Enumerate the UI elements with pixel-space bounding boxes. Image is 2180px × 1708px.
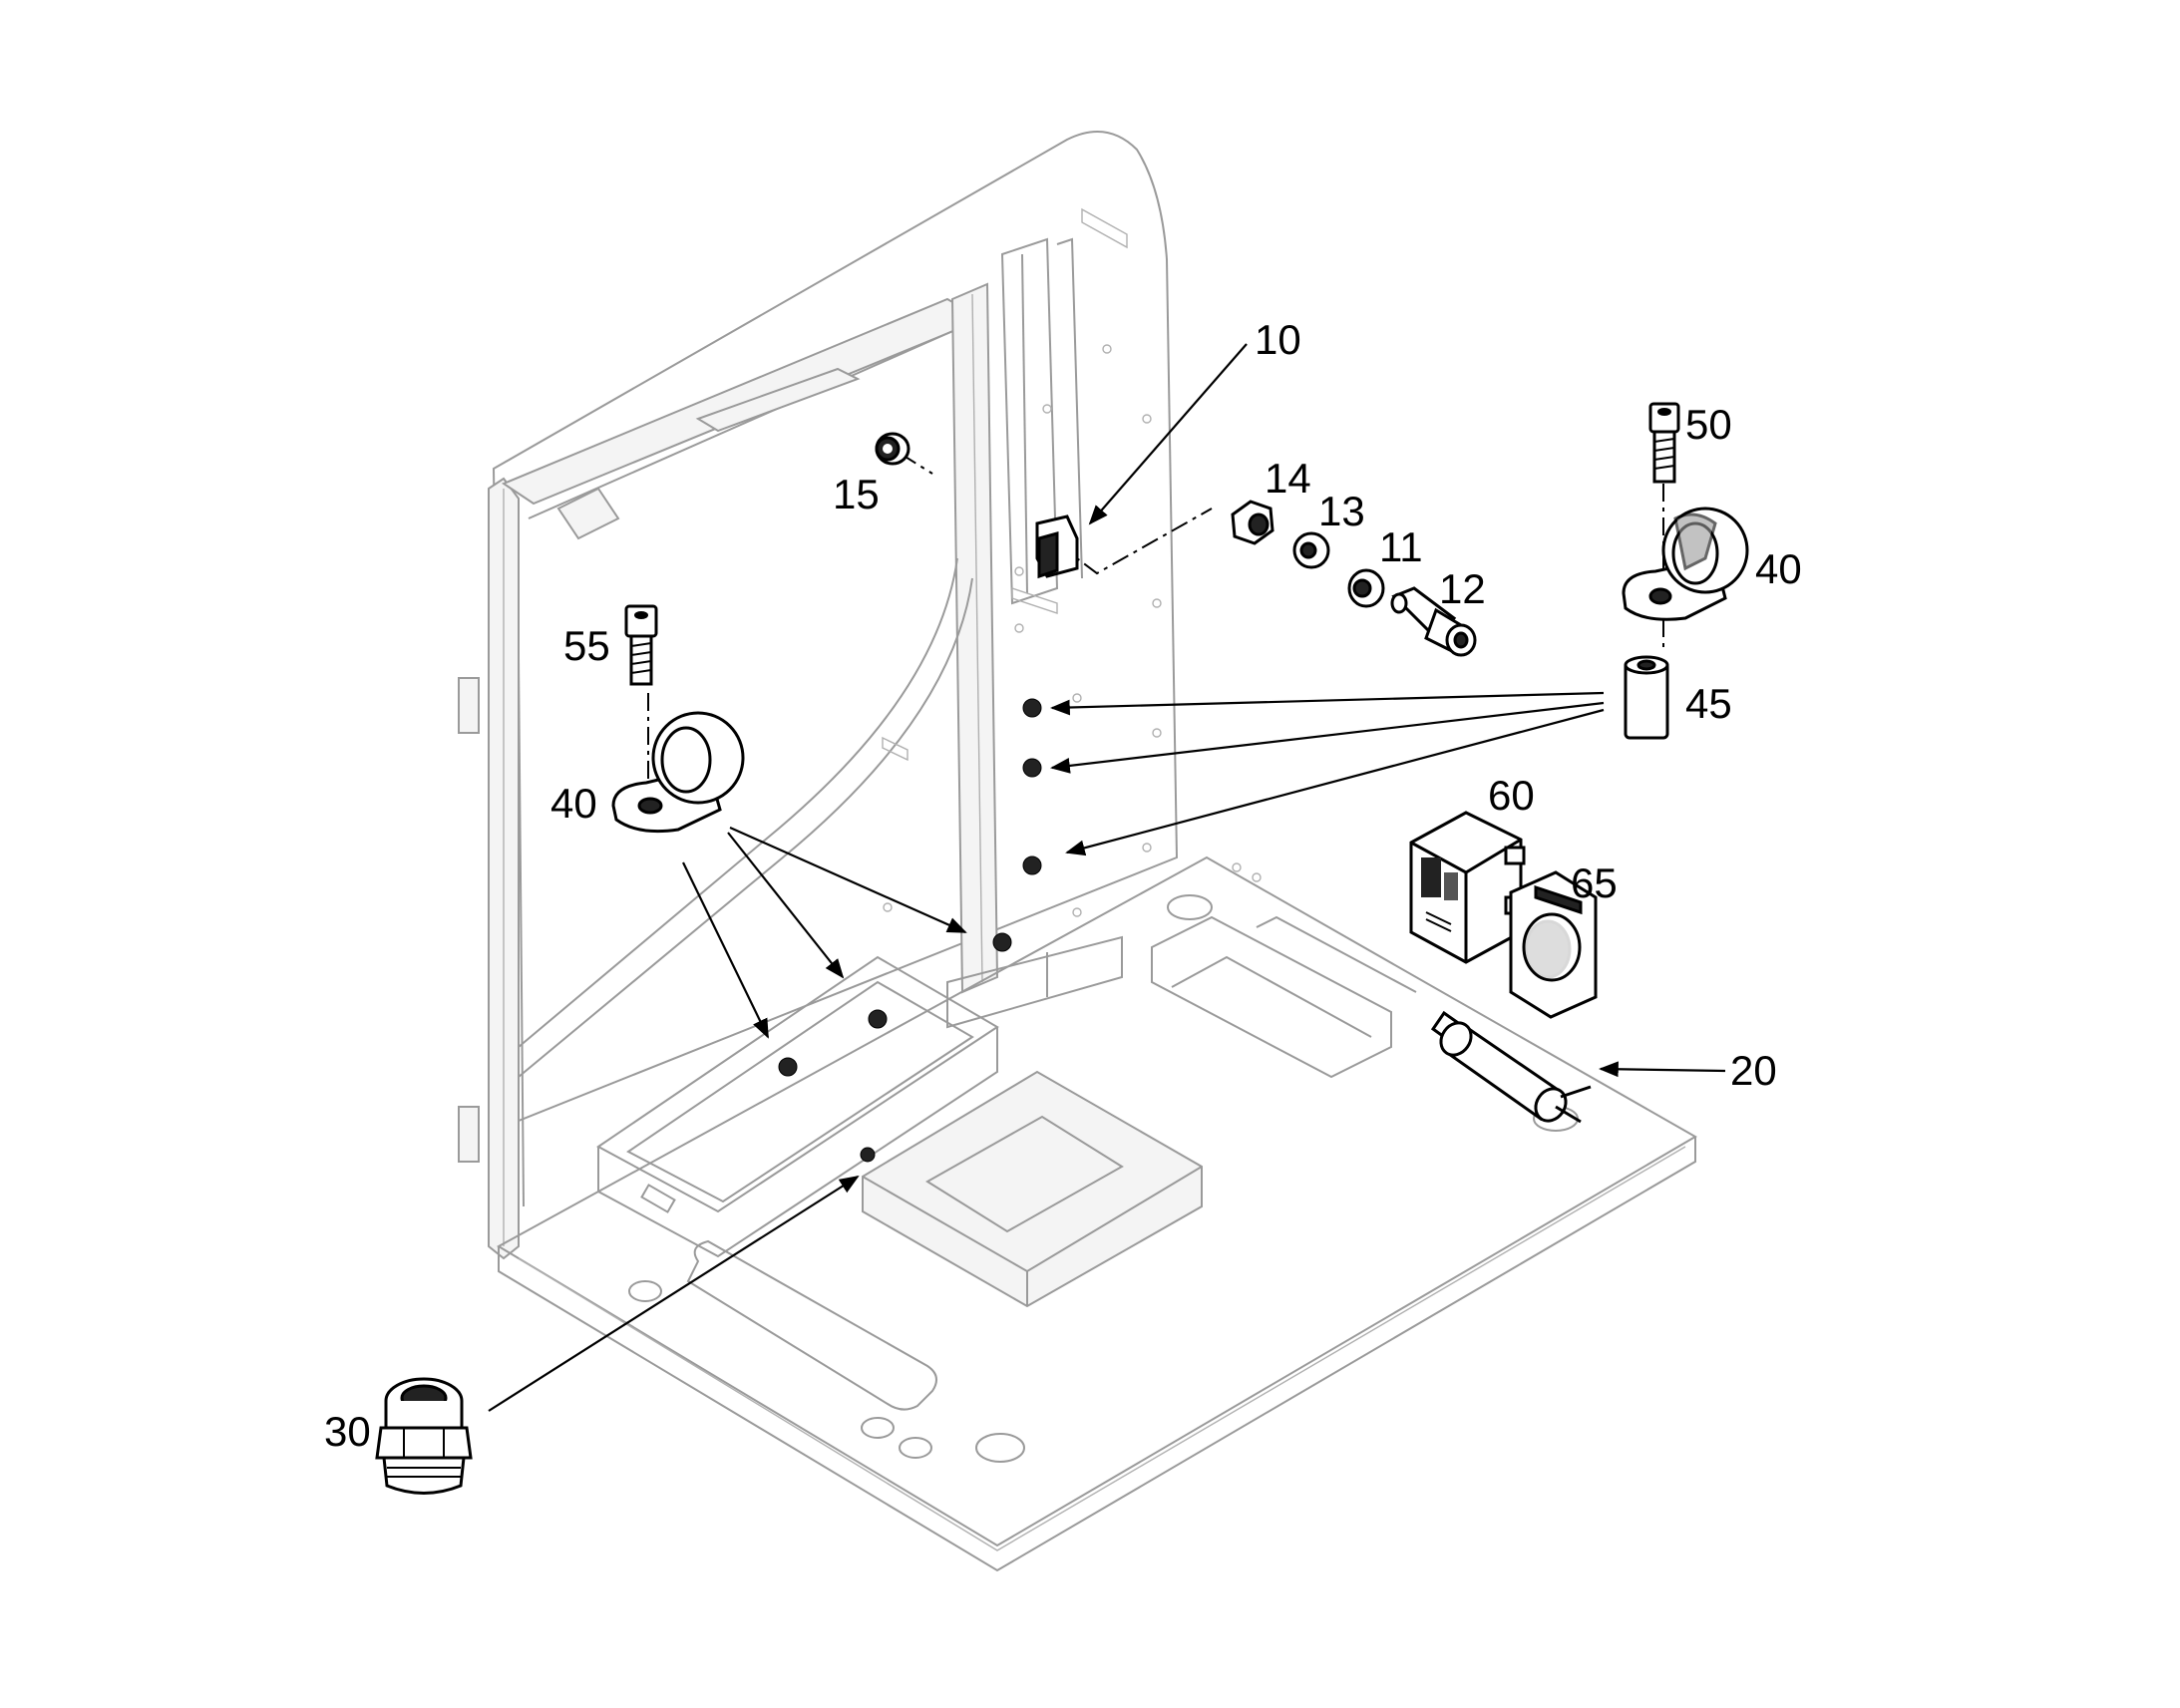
- callout-55: 55: [563, 622, 610, 669]
- callout-65: 65: [1571, 859, 1618, 906]
- callout-40-right: 40: [1755, 545, 1802, 592]
- callout-45: 45: [1685, 680, 1732, 727]
- part-55-screw: [624, 604, 658, 686]
- part-40-clamp-right: [1622, 507, 1749, 621]
- part-65-plate: [1509, 870, 1598, 1019]
- callout-labels: 10 14 13 11 12 15 50 40 45 55 40 60 65 2…: [324, 316, 1802, 1455]
- part-45-spacer: [1624, 655, 1669, 740]
- callout-60: 60: [1488, 772, 1535, 819]
- callout-15: 15: [833, 471, 880, 517]
- part-13-washer: [1292, 531, 1330, 569]
- part-12-bolt: [1390, 586, 1477, 657]
- callout-50: 50: [1685, 401, 1732, 448]
- part-11-lock-washer: [1347, 568, 1385, 608]
- callout-14: 14: [1265, 455, 1311, 502]
- callout-40-left: 40: [550, 780, 597, 827]
- callout-10: 10: [1255, 316, 1301, 363]
- leader-lines: [488, 343, 1726, 1412]
- part-10-bracket: [1035, 514, 1079, 579]
- assembly-lines: [647, 453, 1664, 793]
- callout-12: 12: [1439, 565, 1486, 612]
- part-40-clamp-left: [611, 711, 745, 834]
- part-60-module: [1409, 811, 1526, 964]
- callout-30: 30: [324, 1408, 371, 1455]
- part-50-screw: [1648, 402, 1680, 484]
- callout-20: 20: [1730, 1047, 1777, 1094]
- enclosure-frame: [458, 131, 1697, 1572]
- part-30-cable-gland: [375, 1377, 473, 1495]
- part-20-cylinder: [1430, 1010, 1592, 1124]
- callout-13: 13: [1318, 488, 1365, 534]
- callout-11: 11: [1379, 523, 1423, 570]
- part-15-grommet: [875, 432, 910, 466]
- mounting-fittings: [778, 698, 1042, 1163]
- part-14-nut: [1231, 500, 1274, 545]
